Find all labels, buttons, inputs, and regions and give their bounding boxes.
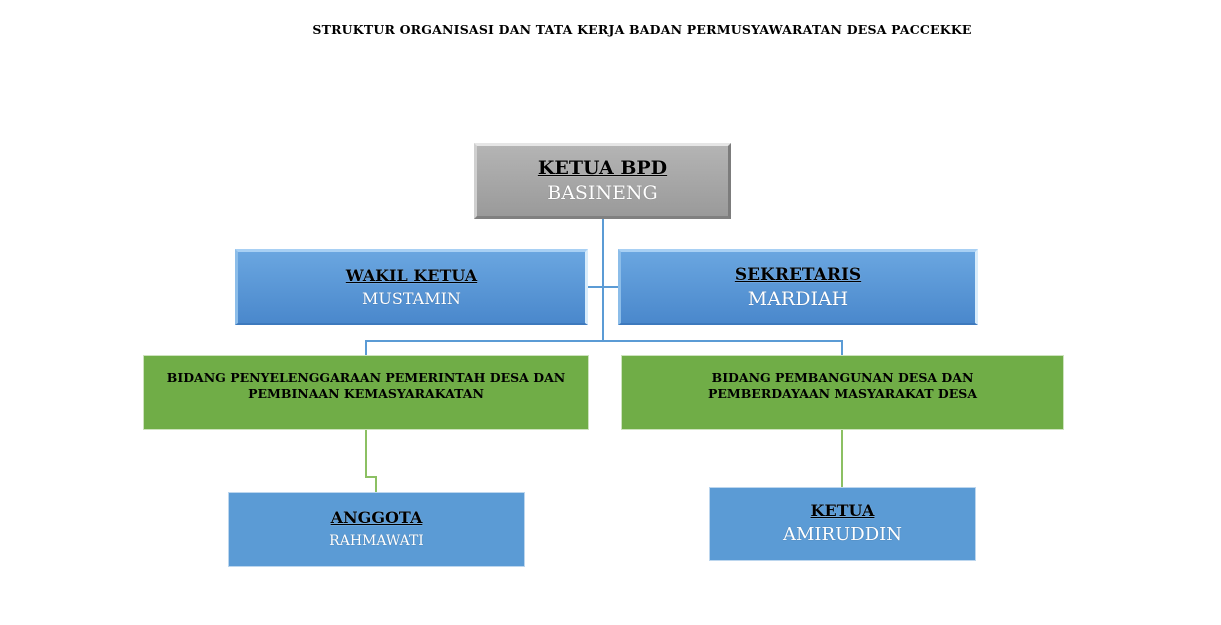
connector-bidang-right-drop [841, 340, 843, 355]
node-ketua-bidang: KETUA AMIRUDDIN [709, 487, 976, 561]
node-role: WAKIL KETUA [345, 265, 478, 285]
node-name: AMIRUDDIN [783, 524, 902, 545]
connector-bidang-horizontal [365, 340, 843, 342]
connector-officers-horizontal [587, 286, 619, 288]
connector-head-vertical [602, 218, 604, 342]
node-wakil-ketua: WAKIL KETUA MUSTAMIN [235, 249, 588, 325]
node-role: KETUA BPD [537, 157, 668, 179]
node-sekretaris: SEKRETARIS MARDIAH [618, 249, 978, 325]
node-name: MARDIAH [747, 287, 849, 310]
connector-ketua-bidang [841, 430, 843, 487]
node-role: KETUA [810, 501, 875, 520]
node-role: ANGGOTA [330, 507, 423, 527]
node-ketua-bpd: KETUA BPD BASINENG [474, 143, 731, 219]
connector-anggota-lower [375, 476, 377, 492]
chart-title: STRUKTUR ORGANISASI DAN TATA KERJA BADAN… [312, 22, 972, 37]
node-name: BASINENG [547, 182, 658, 204]
node-name: RAHMAWATI [329, 532, 424, 549]
bidang-label: BIDANG PENYELENGGARAAN PEMERINTAH DESA D… [166, 369, 566, 401]
connector-anggota-step [365, 476, 377, 478]
connector-anggota-upper [365, 430, 367, 477]
node-bidang-pemerintahan: BIDANG PENYELENGGARAAN PEMERINTAH DESA D… [143, 355, 589, 430]
node-anggota: ANGGOTA RAHMAWATI [228, 492, 525, 567]
node-bidang-pembangunan: BIDANG PEMBANGUNAN DESA DAN PEMBERDAYAAN… [621, 355, 1064, 430]
node-role: SEKRETARIS [734, 264, 862, 285]
bidang-label: BIDANG PEMBANGUNAN DESA DAN PEMBERDAYAAN… [707, 369, 978, 401]
connector-bidang-left-drop [365, 340, 367, 355]
node-name: MUSTAMIN [362, 288, 461, 308]
